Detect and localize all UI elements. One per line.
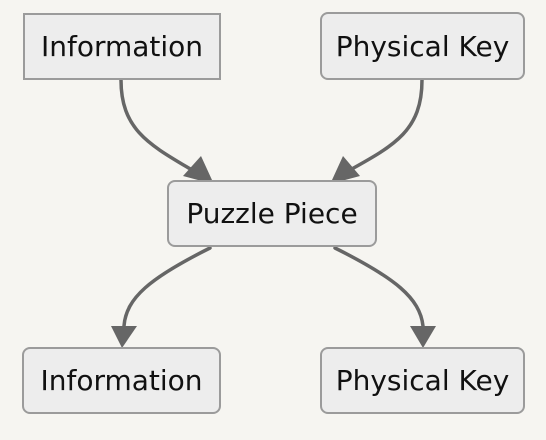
node-information-bottom[interactable]: Information: [22, 347, 221, 414]
node-physical-key-bottom[interactable]: Physical Key: [320, 347, 525, 414]
edge-information-to-puzzle-piece: [119, 78, 212, 180]
node-label: Physical Key: [335, 29, 510, 63]
node-label: Information: [40, 364, 203, 397]
edge-physical-key-to-puzzle-piece: [332, 78, 424, 180]
node-physical-key-top[interactable]: Physical Key: [320, 12, 525, 80]
node-information-top[interactable]: Information: [23, 13, 221, 80]
edge-puzzle-piece-to-physical-key: [333, 246, 436, 348]
node-label: Puzzle Piece: [186, 197, 358, 230]
node-label: Physical Key: [335, 364, 510, 397]
node-label: Information: [40, 30, 204, 63]
node-puzzle-piece[interactable]: Puzzle Piece: [167, 180, 377, 247]
edge-puzzle-piece-to-information: [111, 246, 212, 348]
